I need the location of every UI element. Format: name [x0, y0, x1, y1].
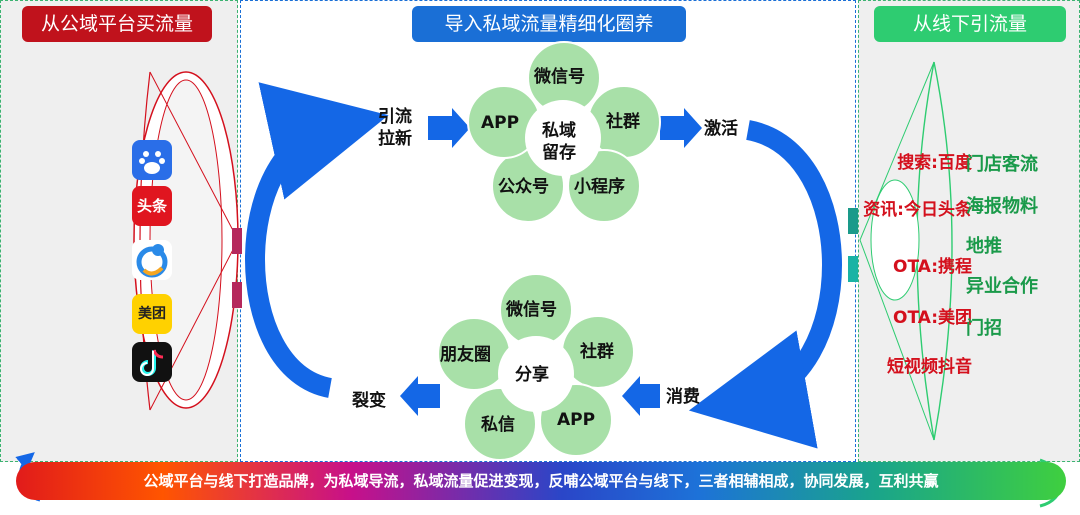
offline-store-traffic: 门店客流 [966, 154, 1038, 175]
source-douyin-label: 短视频抖音 [887, 357, 972, 377]
share-flower [437, 273, 635, 461]
right-loop-arrow [688, 120, 842, 449]
public-domain-header: 从公域平台买流量 [22, 6, 212, 42]
source-ctrip-label: OTA:携程 [893, 257, 972, 277]
share-petal-moments: 朋友圈 [440, 345, 491, 365]
meituan-icon: 美团 [132, 294, 172, 334]
source-toutiao-label: 资讯:今日头条 [863, 200, 972, 220]
source-baidu-label: 搜索:百度 [897, 153, 972, 173]
toutiao-icon: 头条 [132, 186, 172, 226]
flow-consume: 消费 [666, 387, 700, 407]
arrow-to-retention [428, 108, 470, 148]
share-petal-group: 社群 [580, 342, 614, 362]
arrow-to-activate [660, 108, 702, 148]
private-domain-header: 导入私域流量精细化圈养 [412, 6, 686, 42]
share-petal-wechat: 微信号 [506, 300, 557, 320]
offline-signage: 门招 [966, 318, 1002, 339]
arrow-to-fission [400, 376, 440, 416]
retention-petal-wechat: 微信号 [534, 67, 585, 87]
flow-fission: 裂变 [352, 391, 386, 411]
baidu-icon [132, 140, 172, 180]
summary-banner: 公域平台与线下打造品牌，为私域导流，私域流量促进变现，反哺公域平台与线下，三者相… [16, 462, 1066, 500]
retention-petal-app: APP [481, 113, 520, 133]
offline-partnership: 异业合作 [966, 276, 1038, 297]
arrow-to-share [622, 376, 660, 416]
flow-activate: 激活 [704, 119, 738, 139]
retention-center: 私域 留存 [542, 121, 576, 163]
retention-petal-official-account: 公众号 [498, 177, 549, 197]
offline-posters: 海报物料 [966, 196, 1038, 217]
ctrip-icon [132, 240, 172, 280]
source-meituan-label: OTA:美团 [893, 308, 972, 328]
left-loop-arrow [245, 82, 389, 398]
summary-banner-text: 公域平台与线下打造品牌，为私域导流，私域流量促进变现，反哺公域平台与线下，三者相… [143, 472, 939, 490]
retention-flower [467, 41, 661, 223]
douyin-icon [132, 342, 172, 382]
share-petal-dm: 私信 [481, 415, 515, 435]
offline-header: 从线下引流量 [874, 6, 1066, 42]
retention-petal-miniprogram: 小程序 [574, 177, 625, 197]
share-center: 分享 [515, 365, 549, 385]
share-petal-app: APP [557, 410, 596, 430]
offline-ground-promo: 地推 [966, 236, 1002, 257]
retention-petal-group: 社群 [606, 112, 640, 132]
flow-inbound: 引流 拉新 [378, 107, 412, 149]
offline-funnel [848, 61, 953, 441]
